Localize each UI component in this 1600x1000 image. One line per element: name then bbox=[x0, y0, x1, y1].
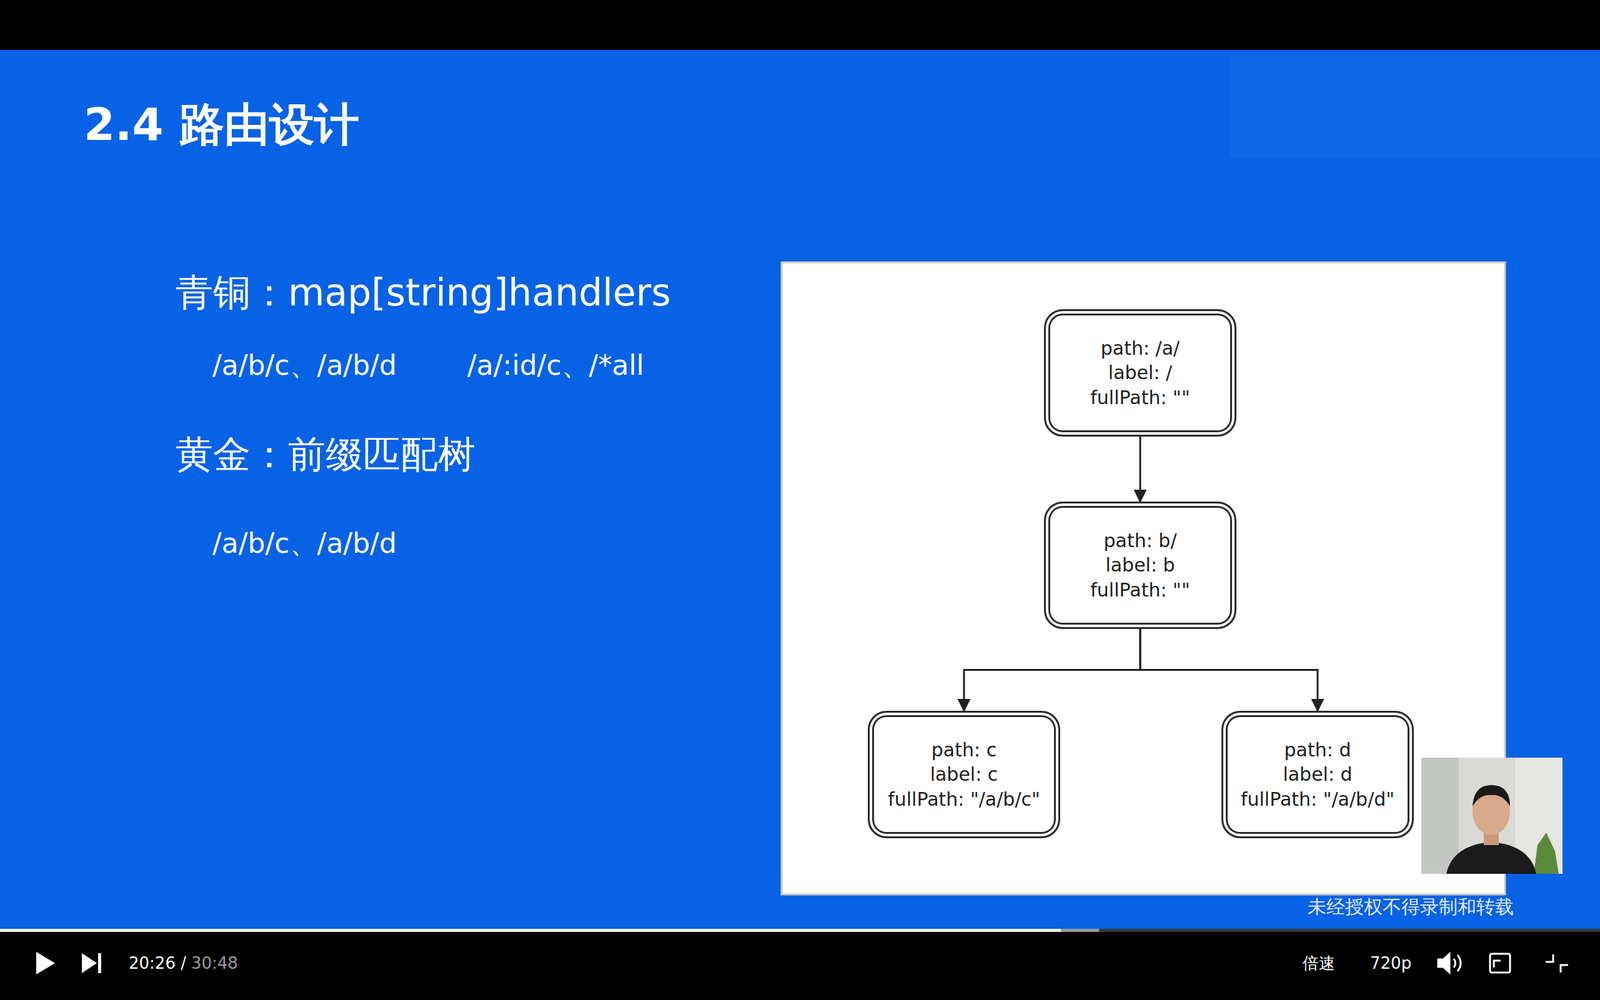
slide-ground bbox=[0, 49, 1600, 931]
time-total: 30:48 bbox=[191, 954, 239, 973]
node-field: path: c bbox=[931, 737, 997, 763]
node-field: fullPath: "/a/b/d" bbox=[1240, 787, 1395, 813]
node-field: label: d bbox=[1282, 762, 1352, 788]
node-field: label: / bbox=[1108, 360, 1173, 386]
next-icon bbox=[81, 953, 97, 974]
node-field: path: d bbox=[1284, 737, 1352, 763]
example-path: /a/:id/c、/*all bbox=[467, 347, 645, 385]
quality-button: 720p bbox=[1370, 954, 1412, 973]
webcam-overlay bbox=[1421, 757, 1563, 875]
progress-played bbox=[0, 929, 1061, 933]
tree-connector bbox=[963, 629, 1141, 711]
example-path: /a/b/c、/a/b/d bbox=[212, 347, 397, 385]
heading-text: 黄金：前缀匹配树 bbox=[175, 429, 476, 481]
node-field: label: b bbox=[1105, 552, 1175, 578]
volume-icon bbox=[1438, 954, 1461, 973]
control-bar bbox=[0, 932, 1600, 1000]
tree-node: path: dlabel: dfullPath: "/a/b/d" bbox=[1221, 710, 1414, 839]
exit-fullscreen-icon bbox=[1545, 954, 1569, 973]
faint-panel bbox=[1229, 56, 1600, 159]
example-path: /a/b/c、/a/b/d bbox=[212, 525, 397, 563]
tree-node: path: /a/label: /fullPath: "" bbox=[1043, 309, 1237, 437]
diagram-panel bbox=[781, 262, 1506, 895]
node-field: label: c bbox=[930, 762, 999, 788]
time-current: 20:26 / bbox=[128, 954, 187, 973]
progress-track bbox=[0, 929, 1600, 933]
node-field: fullPath: "/a/b/c" bbox=[887, 787, 1041, 813]
progress-buffer bbox=[0, 929, 1099, 933]
next-bar bbox=[98, 953, 102, 974]
window-icon bbox=[1490, 954, 1511, 973]
node-field: path: /a/ bbox=[1100, 336, 1180, 362]
play-icon bbox=[36, 952, 55, 975]
tree-connector bbox=[1140, 629, 1318, 711]
node-field: path: b/ bbox=[1103, 528, 1178, 554]
watermark: 未经授权不得录制和转载 bbox=[1307, 894, 1514, 921]
tree-node: path: b/label: bfullPath: "" bbox=[1043, 501, 1237, 630]
speed-button: 倍速 bbox=[1302, 952, 1336, 975]
top-bar bbox=[0, 0, 1600, 50]
slide-title: 2.4 路由设计 bbox=[83, 94, 360, 155]
tree-node: path: clabel: cfullPath: "/a/b/c" bbox=[867, 710, 1061, 839]
node-field: fullPath: "" bbox=[1090, 577, 1190, 603]
heading-text: 青铜：map[string]handlers bbox=[175, 268, 671, 319]
node-field: fullPath: "" bbox=[1090, 385, 1190, 411]
tree-connector bbox=[1139, 436, 1142, 502]
